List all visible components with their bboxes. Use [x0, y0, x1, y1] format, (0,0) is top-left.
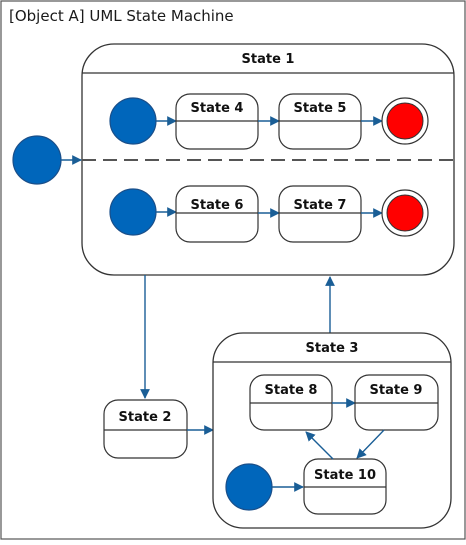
final-node-region-1[interactable]: [381, 97, 429, 145]
state-5[interactable]: State 5: [278, 93, 362, 150]
state-6-label: State 6: [191, 198, 244, 213]
state-2[interactable]: State 2: [103, 399, 188, 459]
initial-node-region-1[interactable]: [109, 97, 157, 145]
final-node-core: [386, 102, 424, 140]
state-10[interactable]: State 10: [303, 458, 387, 515]
state-2-box: [103, 399, 188, 459]
transition-state-10-to-state-8[interactable]: [305, 431, 334, 460]
state-7-box: [278, 185, 362, 243]
initial-node-outer[interactable]: [12, 135, 62, 185]
state-7[interactable]: State 7: [278, 185, 362, 243]
final-node-core: [386, 194, 424, 232]
state-6-box: [175, 185, 259, 243]
state-2-label: State 2: [119, 410, 172, 425]
state-5-label: State 5: [294, 101, 347, 116]
initial-node-region-2[interactable]: [109, 188, 157, 236]
state-9[interactable]: State 9: [354, 374, 439, 431]
state-6[interactable]: State 6: [175, 185, 259, 243]
state-4[interactable]: State 4: [175, 93, 259, 150]
state-3-label: State 3: [306, 341, 359, 356]
state-4-label: State 4: [191, 101, 244, 116]
state-1-label: State 1: [242, 52, 295, 67]
initial-node-state-3[interactable]: [225, 463, 273, 511]
state-9-label: State 9: [370, 383, 423, 398]
state-7-label: State 7: [294, 198, 347, 213]
state-8-label: State 8: [265, 383, 318, 398]
transition-state-9-to-state-10[interactable]: [356, 429, 385, 459]
diagram-title: [Object A] UML State Machine: [9, 7, 234, 25]
state-10-label: State 10: [314, 468, 376, 483]
final-node-region-2[interactable]: [381, 189, 429, 237]
state-8[interactable]: State 8: [249, 374, 333, 431]
